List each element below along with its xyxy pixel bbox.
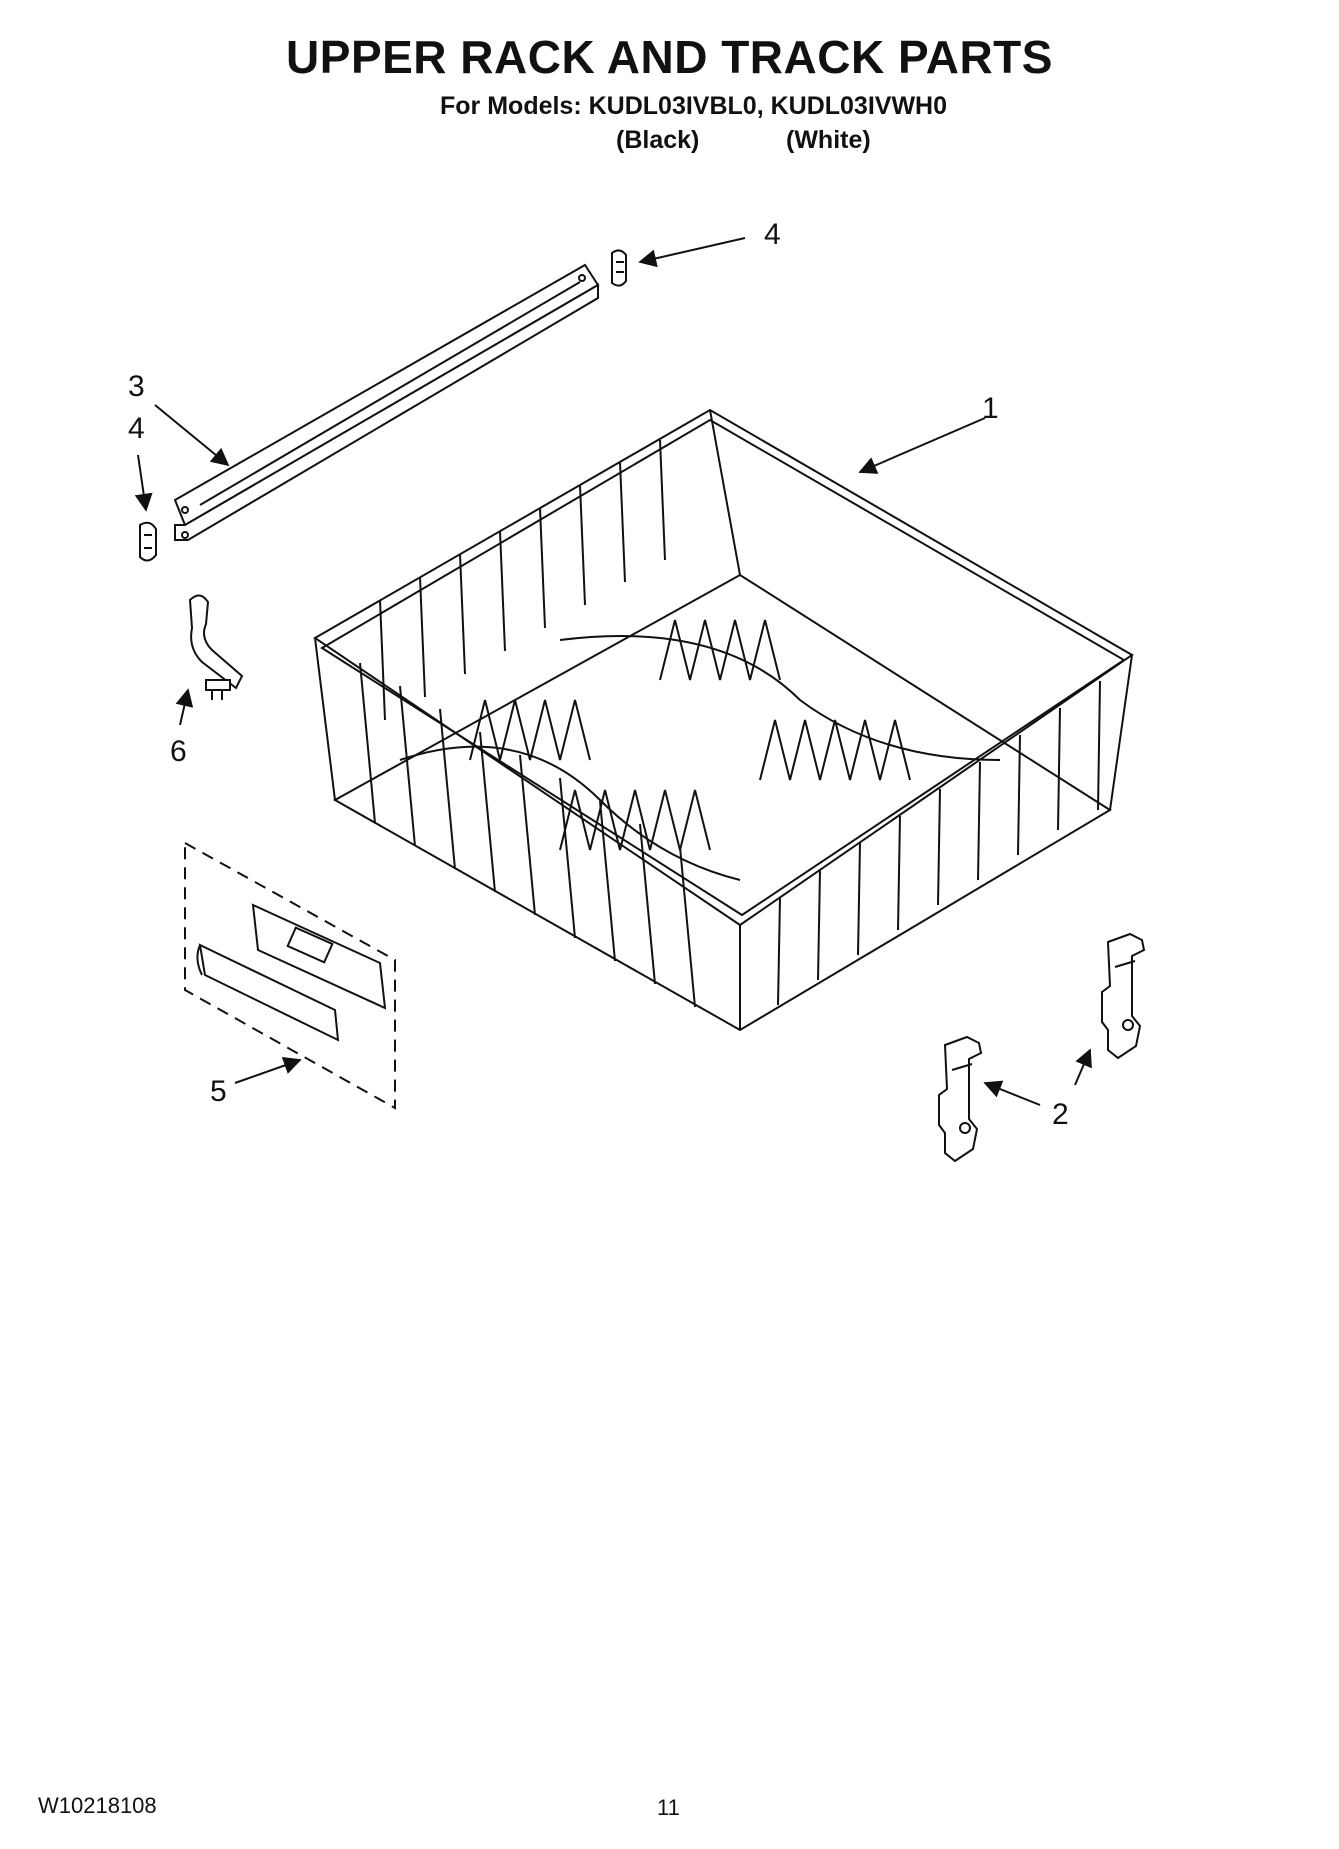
track-stop-part-2-right [1101,932,1146,1060]
callout-6: 6 [170,735,187,768]
upper-rack-part-1 [313,408,1134,1032]
page-number: 11 [657,1795,680,1820]
end-cap-part-4-left [139,521,157,562]
variant-black-label: (Black) [616,126,700,154]
callout-2: 2 [1052,1098,1069,1131]
track-rail-part-3 [173,263,600,541]
leader-lines [134,237,1092,1106]
end-cap-part-4-top [611,249,627,287]
track-stop-part-2-left [938,1035,983,1163]
callout-4-left: 4 [128,412,145,445]
handle-part-5 [184,841,396,1110]
document-number: W10218108 [38,1793,157,1818]
callout-4-top: 4 [764,218,781,251]
callout-3: 3 [128,370,145,403]
clip-part-6 [188,594,244,700]
variant-white-label: (White) [786,126,871,154]
callout-5: 5 [210,1075,227,1108]
page-title: UPPER RACK AND TRACK PARTS [286,31,1053,83]
models-line: For Models: KUDL03IVBL0, KUDL03IVWH0 [440,92,948,120]
callout-1: 1 [982,392,999,425]
